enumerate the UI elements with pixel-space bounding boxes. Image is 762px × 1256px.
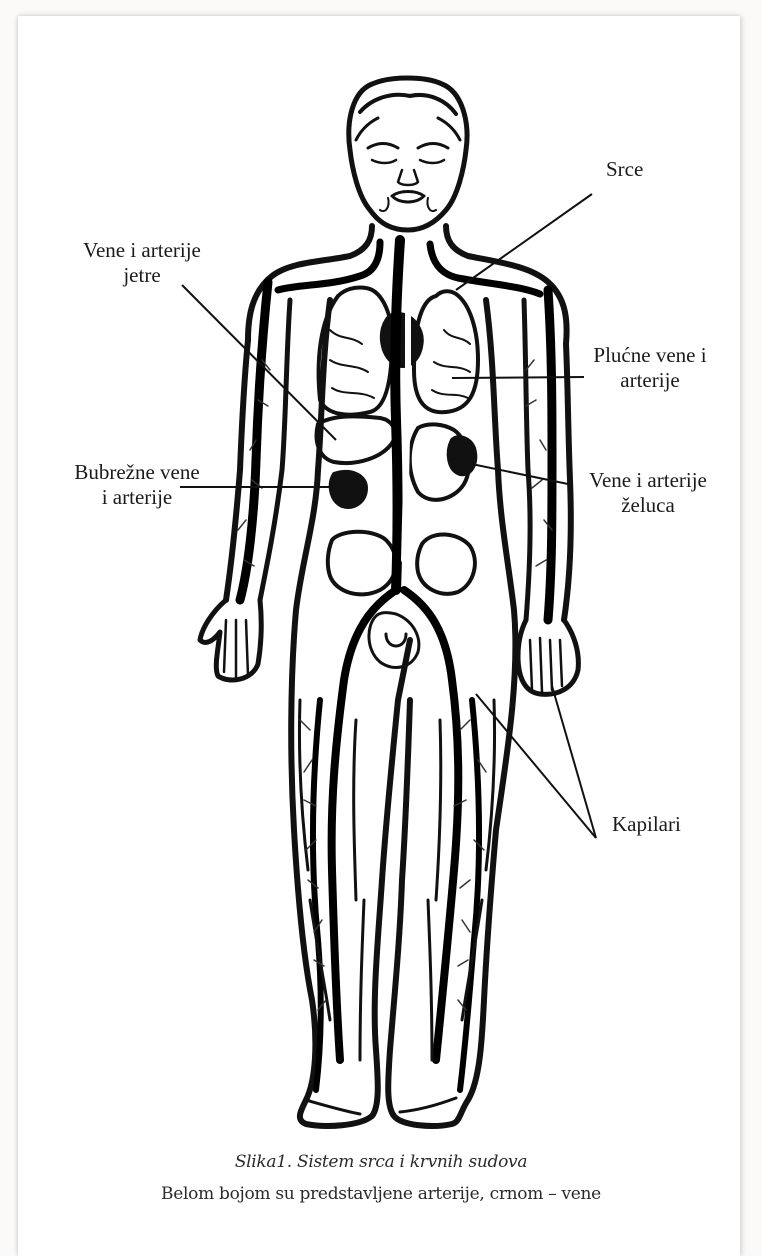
label-srce: Srce	[606, 157, 643, 182]
label-zeluc-line1: Vene i arterije	[570, 468, 726, 493]
head	[349, 78, 467, 230]
leader-srce	[456, 194, 592, 290]
label-kapilari: Kapilari	[612, 812, 681, 837]
label-srce-text: Srce	[606, 157, 643, 181]
label-vene-arterije-zeluca: Vene i arterije želuca	[570, 468, 726, 518]
label-jetra-line2: jetre	[56, 263, 228, 288]
figure-caption: Slika1. Sistem srca i krvnih sudova Belo…	[0, 1146, 762, 1210]
label-zeluc-line2: želuca	[570, 493, 726, 518]
human-body-figure	[200, 78, 578, 1126]
label-pluca-line2: arterije	[572, 368, 728, 393]
leader-kapilari-2	[552, 686, 596, 838]
label-kapilari-text: Kapilari	[612, 812, 681, 836]
label-plucne-vene-arterije: Plućne vene i arterije	[572, 343, 728, 393]
label-vene-arterije-jetre: Vene i arterije jetre	[56, 238, 228, 288]
label-jetra-line1: Vene i arterije	[56, 238, 228, 263]
label-bubrezne-vene-arterije: Bubrežne vene i arterije	[42, 460, 232, 510]
label-bubreg-line1: Bubrežne vene	[42, 460, 232, 485]
caption-subtitle: Belom bojom su predstavljene arterije, c…	[0, 1178, 762, 1210]
label-pluca-line1: Plućne vene i	[572, 343, 728, 368]
label-bubreg-line2: i arterije	[42, 485, 232, 510]
caption-title: Slika1. Sistem srca i krvnih sudova	[0, 1146, 762, 1178]
leader-pluca	[452, 377, 584, 378]
heart	[381, 313, 422, 366]
